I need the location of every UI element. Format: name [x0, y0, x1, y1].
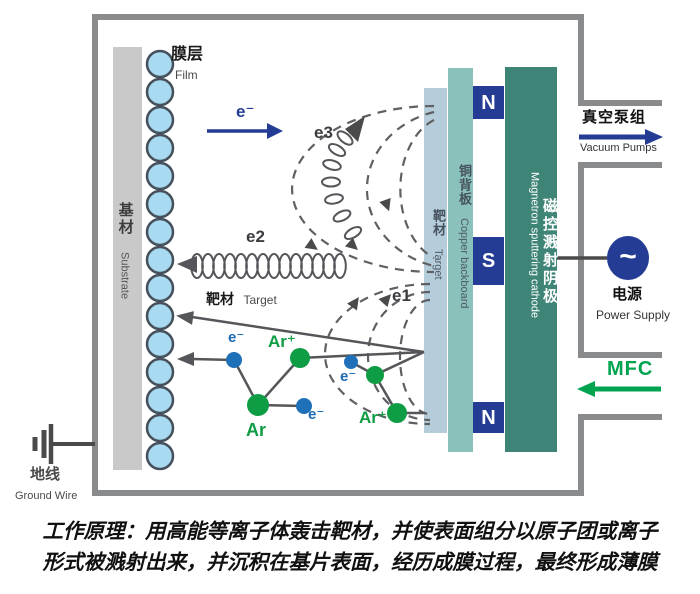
film-atom: [145, 357, 175, 387]
sputter-lines: [191, 315, 425, 415]
film-atom: [145, 441, 175, 471]
cathode-bar-label-en: Magnetron sputtering cathode: [528, 172, 541, 319]
particle-balls: [226, 348, 407, 423]
film-atom: [145, 413, 175, 443]
film-atom: [145, 49, 175, 79]
mfc-arrow: [577, 381, 661, 397]
copper-backboard-bar: [448, 68, 473, 452]
field-line-arrows: [304, 197, 392, 311]
film-atom: [145, 217, 175, 247]
argon-ball: [366, 366, 384, 384]
e3-spiral: [321, 130, 363, 240]
film-circles: [145, 49, 175, 471]
electron-drift-arrow: [207, 123, 283, 139]
substrate-label-en: Substrate: [118, 252, 131, 300]
electron-label: e⁻: [340, 368, 357, 385]
sputter-arrowheads: [176, 311, 194, 366]
e2-spiral: [190, 253, 347, 279]
film-atom: [145, 161, 175, 191]
sputtered-target-label: 靶材 Target: [206, 291, 277, 309]
film-atom: [145, 245, 175, 275]
film-atom: [145, 329, 175, 359]
e2-arrowhead: [177, 256, 197, 273]
argon-ion-label: Ar⁺: [359, 408, 387, 427]
argon-ion-ball: [387, 403, 407, 423]
working-principle-caption: 工作原理：用高能等离子体轰击靶材，并使表面组分以原子团或离子 形式被溅射出来，并…: [0, 516, 700, 578]
chamber-wall: [92, 14, 662, 496]
magnet-n-top: [473, 86, 504, 119]
vacuum-pumps-label-zh: 真空泵组: [582, 109, 647, 126]
electron-label: e⁻: [228, 329, 245, 346]
ground-wire-label-zh: 地线: [30, 466, 61, 483]
substrate-label: 基材 Substrate: [116, 202, 134, 300]
cathode-bar-label-zh: 磁控溅射阴极: [541, 198, 558, 306]
film-atom: [145, 301, 175, 331]
magnet-n-bottom: [473, 402, 504, 433]
copper-bar-label-zh: 铜背板: [457, 164, 472, 206]
film-atom: [145, 105, 175, 135]
magnet-n-bottom-label: N: [481, 406, 496, 429]
sputtered-target-label-en: Target: [243, 293, 277, 307]
target-bar-label: 靶材 Target: [424, 209, 447, 280]
sputtered-target-label-zh: 靶材: [206, 291, 234, 307]
cathode-bar-label: 磁控溅射阴极 Magnetron sputtering cathode: [505, 168, 559, 448]
film-atom: [145, 189, 175, 219]
e3-label: e3: [314, 123, 333, 142]
vacuum-pumps-label-en: Vacuum Pumps: [580, 142, 657, 154]
electron-ball: [226, 352, 242, 368]
film-atom: [145, 77, 175, 107]
ground-wire-icon: [32, 424, 95, 464]
argon-ion-label: Ar⁺: [268, 332, 296, 351]
power-supply-label-en: Power Supply: [596, 308, 671, 322]
electron-ball: [296, 398, 312, 414]
power-circle: [607, 236, 649, 280]
e2-label: e2: [246, 227, 265, 246]
electron-ball: [344, 355, 358, 369]
electron-label: e⁻: [308, 406, 325, 423]
argon-ion-ball: [290, 348, 310, 368]
substrate-bar: [113, 47, 142, 470]
target-bar-label-zh: 靶材: [431, 209, 446, 237]
electron-drift-label: e⁻: [236, 102, 255, 121]
film-atom: [145, 133, 175, 163]
film-atom: [145, 385, 175, 415]
cathode-bar: [505, 67, 557, 452]
copper-bar-label: 铜背板 Copper backboard: [448, 164, 473, 309]
ground-wire-label-en: Ground Wire: [15, 490, 78, 502]
copper-bar-label-en: Copper backboard: [458, 218, 470, 309]
caption-line-1: 工作原理：用高能等离子体轰击靶材，并使表面组分以原子团或离子: [42, 520, 658, 543]
magnet-s: [473, 237, 504, 285]
film-label-en: Film: [175, 68, 198, 82]
target-bar: [424, 88, 447, 433]
ac-power-icon: ~: [619, 240, 637, 273]
magnetic-field-lines: [290, 104, 435, 426]
magnet-s-label: S: [481, 250, 496, 272]
substrate-label-zh: 基材: [116, 202, 134, 236]
caption-line-2: 形式被溅射出来，并沉积在基片表面，经历成膜过程，最终形成薄膜: [42, 551, 658, 574]
film-atom: [145, 273, 175, 303]
magnet-n-top-label: N: [481, 91, 496, 114]
power-supply-label-zh: 电源: [612, 286, 643, 303]
e3-arrowhead: [345, 116, 365, 142]
target-bar-label-en: Target: [432, 249, 444, 281]
argon-label: Ar: [246, 420, 267, 440]
film-label-zh: 膜层: [171, 46, 204, 63]
vacuum-arrow: [579, 129, 663, 145]
e1-label: e1: [392, 286, 411, 305]
mfc-label: MFC: [607, 358, 654, 380]
argon-ball: [247, 394, 269, 416]
